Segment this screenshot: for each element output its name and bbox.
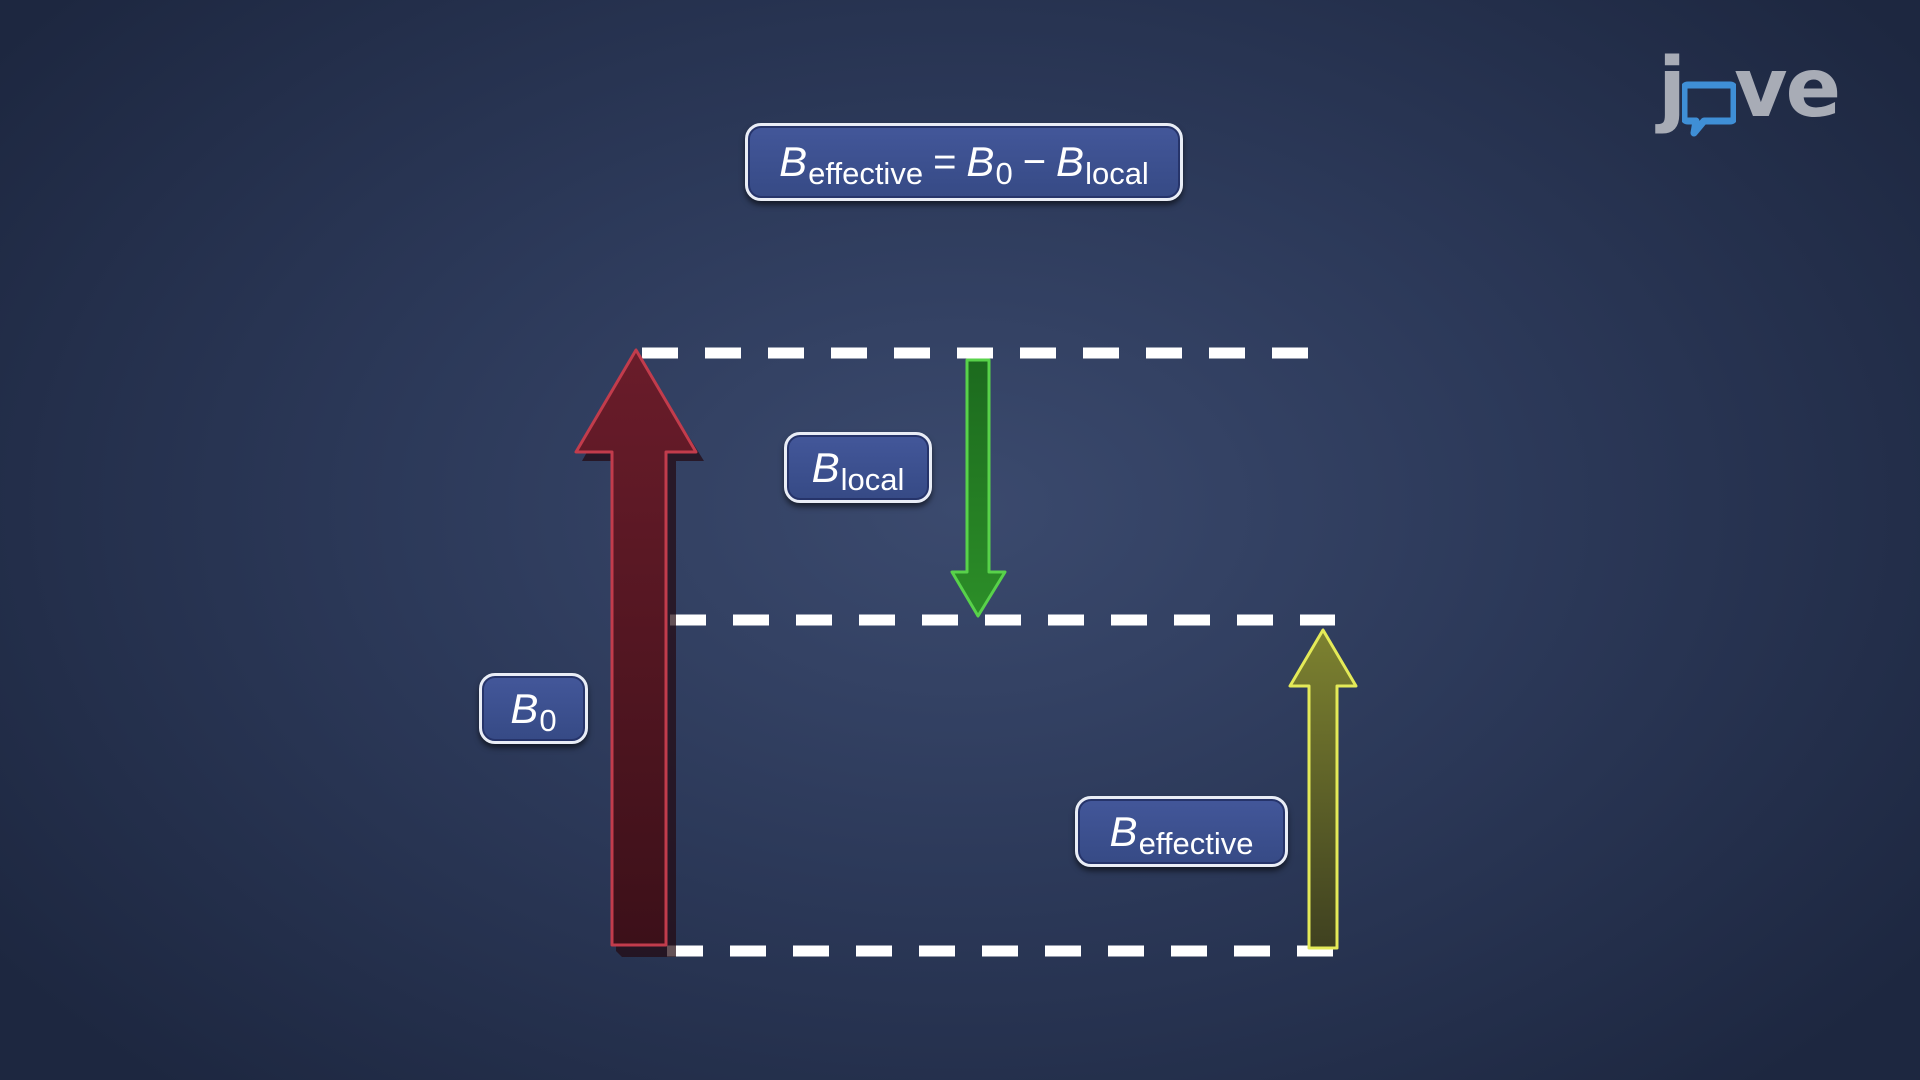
speech-bubble-icon xyxy=(1680,69,1738,137)
formula-minus: − xyxy=(1022,139,1047,184)
formula-b-local: B xyxy=(1056,138,1085,185)
b-local-arrow xyxy=(950,358,1007,618)
jove-logo: j ve xyxy=(1658,41,1841,137)
b-effective-subscript: effective xyxy=(1138,825,1254,861)
b-zero-subscript: 0 xyxy=(539,702,557,738)
b-local-main: B xyxy=(811,443,840,491)
b0-arrow xyxy=(574,348,704,957)
b-local-subscript: local xyxy=(840,461,905,497)
formula-local-subscript: local xyxy=(1085,156,1149,191)
b-effective-arrow xyxy=(1288,628,1358,950)
b-zero-main: B xyxy=(510,684,539,732)
b-effective-main: B xyxy=(1109,807,1138,855)
formula-zero-subscript: 0 xyxy=(995,156,1013,191)
logo-text-start: j xyxy=(1658,41,1686,136)
logo-text-end: ve xyxy=(1734,41,1841,136)
formula-effective-subscript: effective xyxy=(808,156,924,191)
formula-b-effective: B xyxy=(779,138,808,185)
formula-b-zero: B xyxy=(966,138,995,185)
formula-equals: = xyxy=(933,139,957,184)
